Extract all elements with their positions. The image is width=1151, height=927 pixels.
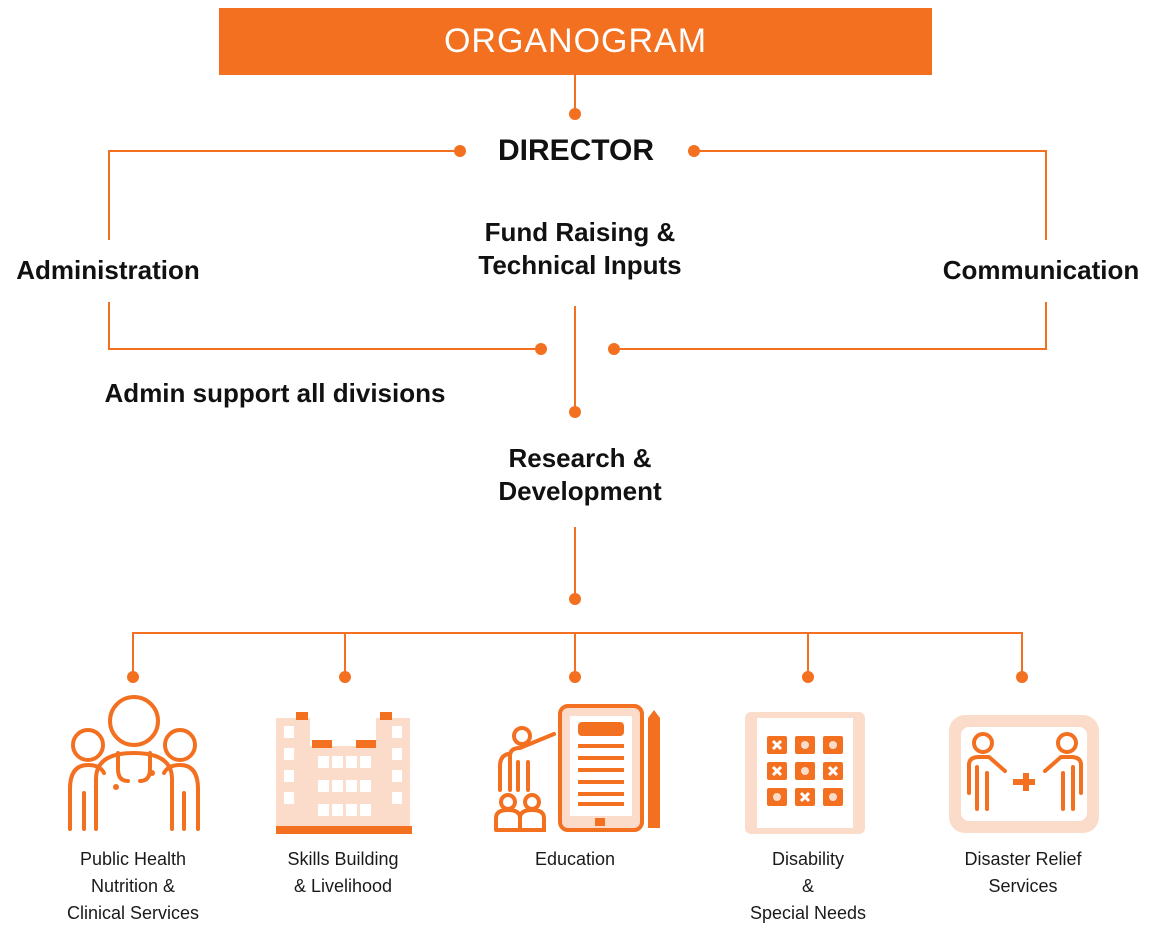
communication-node: Communication (935, 254, 1147, 287)
people-health-icon (68, 695, 200, 831)
building-icon (276, 712, 412, 834)
division-label-line: & Livelihood (293, 876, 393, 896)
fund-raising-line-2: Technical Inputs (478, 250, 682, 280)
fund-raising-line-1: Fund Raising & (484, 217, 676, 247)
admin-support-label: Admin support all divisions (104, 378, 446, 408)
fund-raising-node: Fund Raising & Technical Inputs (440, 216, 720, 282)
communication-label: Communication (942, 255, 1140, 285)
division-public-health: Public Health Nutrition & Clinical Servi… (33, 846, 233, 927)
banner-title: ORGANOGRAM (443, 22, 708, 60)
relief-handshake-icon (949, 715, 1099, 833)
director-node: DIRECTOR (476, 134, 676, 167)
research-line-2: Development (498, 476, 662, 506)
division-label-line: Services (988, 876, 1058, 896)
division-label-line: Clinical Services (66, 903, 200, 923)
division-label-line: Education (534, 849, 616, 869)
activity-board-icon (745, 712, 865, 834)
division-label-line: Special Needs (749, 903, 867, 923)
administration-node: Administration (8, 254, 208, 287)
division-label-line: Public Health (79, 849, 187, 869)
division-label-line: Disability (771, 849, 845, 869)
director-label: DIRECTOR (497, 134, 655, 167)
division-disaster-relief: Disaster Relief Services (923, 846, 1123, 900)
teacher-tablet-icon (494, 704, 660, 832)
division-label-line: Nutrition & (90, 876, 176, 896)
division-label-line: Skills Building (287, 849, 399, 869)
division-label-line: Disaster Relief (964, 849, 1082, 869)
administration-label: Administration (16, 255, 200, 285)
research-line-1: Research & (508, 443, 652, 473)
division-disability: Disability & Special Needs (708, 846, 908, 927)
division-label-line: & (801, 876, 814, 896)
research-development-node: Research & Development (460, 442, 700, 508)
admin-support-node: Admin support all divisions (100, 377, 450, 410)
division-skills-building: Skills Building & Livelihood (243, 846, 443, 900)
division-education: Education (475, 846, 675, 873)
organogram-banner: ORGANOGRAM (219, 8, 932, 75)
